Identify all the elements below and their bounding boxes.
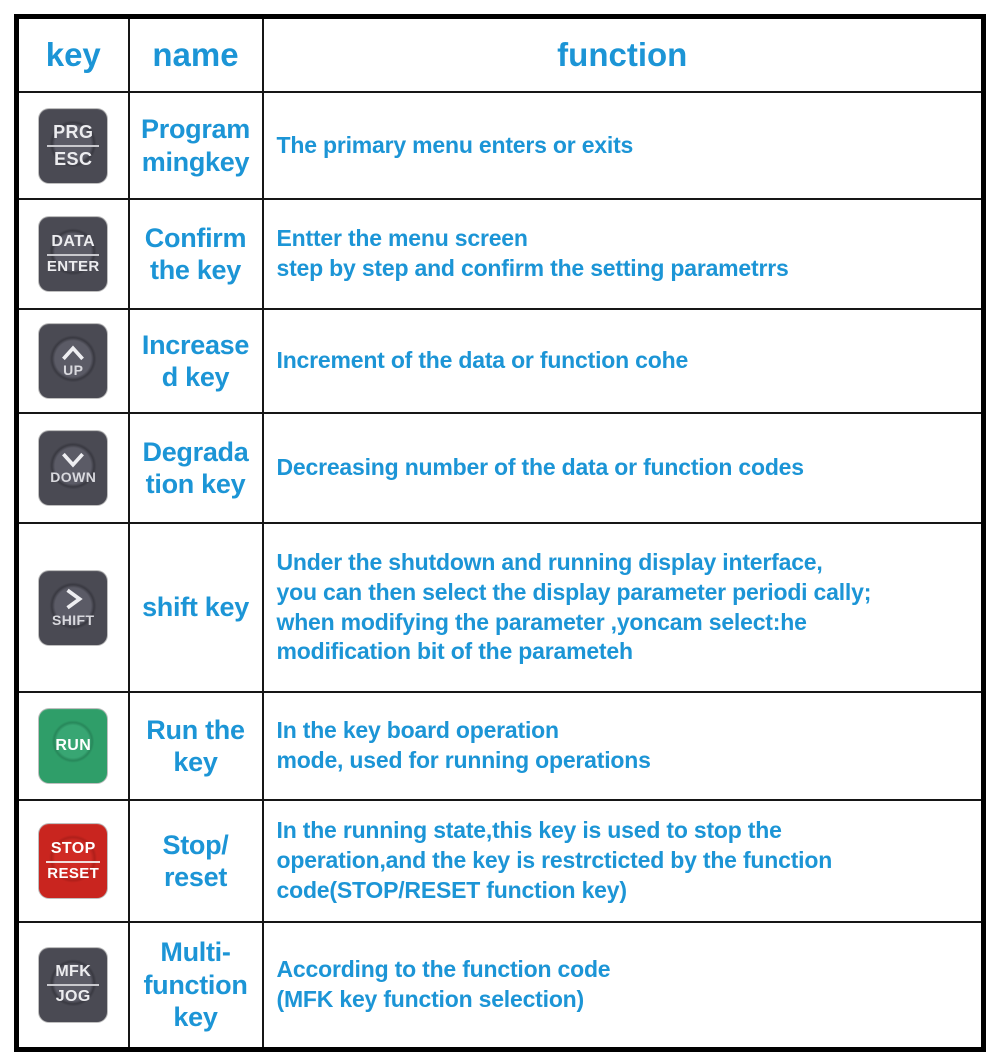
table-row-run: RUN Run the key In the key board operati… (15, 691, 985, 801)
key-cell: MFK JOG (15, 921, 130, 1051)
key-label-top: DATA (51, 232, 96, 250)
key-label: RUN (55, 736, 92, 754)
key-divider (47, 253, 100, 256)
key-label-bottom: JOG (55, 988, 91, 1005)
up-key-button: UP (39, 324, 108, 398)
chevron-down-icon (62, 452, 85, 468)
key-function: Under the shutdown and running display i… (261, 522, 985, 693)
header-key: key (15, 15, 130, 93)
key-label-bottom: ENTER (46, 257, 100, 275)
table-row-mfk-jog: MFK JOG Multi- function key According to… (15, 921, 985, 1051)
key-cell: PRG ESC (15, 91, 130, 200)
key-function: Increment of the data or function cohe (261, 308, 985, 414)
key-function: In the key board operation mode, used fo… (261, 691, 985, 801)
key-name: Run the key (127, 691, 264, 801)
shift-key-button: SHIFT (39, 570, 108, 645)
key-divider (46, 860, 101, 863)
key-label: DOWN (50, 468, 97, 485)
key-label-top: PRG (53, 121, 94, 142)
keypad-function-table: key name function PRG ESC Program mingke… (14, 14, 986, 1052)
key-cell: DATA ENTER (15, 198, 130, 310)
chevron-up-icon (62, 345, 85, 360)
header-row: key name function (15, 15, 985, 93)
table-row-shift: SHIFT shift key Under the shutdown and r… (15, 522, 985, 693)
key-function: Entter the menu screen step by step and … (261, 198, 985, 310)
prg-esc-key-button: PRG ESC (39, 108, 108, 183)
key-name: Multi- function key (127, 921, 264, 1051)
key-function: According to the function code (MFK key … (261, 921, 985, 1051)
mfk-jog-key-button: MFK JOG (39, 948, 108, 1022)
data-enter-key-button: DATA ENTER (39, 217, 108, 291)
run-key-button: RUN (39, 709, 108, 783)
key-cell: DOWN (15, 412, 130, 524)
key-name: Degrada tion key (127, 412, 264, 524)
key-function: Decreasing number of the data or functio… (261, 412, 985, 524)
key-label-top: STOP (50, 839, 96, 857)
down-key-button: DOWN (39, 431, 108, 505)
chevron-right-icon (66, 588, 83, 610)
key-name: Increase d key (127, 308, 264, 414)
key-cell: RUN (15, 691, 130, 801)
table-row-down: DOWN Degrada tion key Decreasing number … (15, 412, 985, 524)
key-name: Program mingkey (127, 91, 264, 200)
key-cell: STOP RESET (15, 799, 130, 923)
key-function: The primary menu enters or exits (261, 91, 985, 200)
header-function: function (261, 15, 985, 93)
key-name: Confirm the key (127, 198, 264, 310)
key-divider (47, 144, 100, 147)
key-name: Stop/ reset (127, 799, 264, 923)
key-name: shift key (127, 522, 264, 693)
key-divider (47, 984, 100, 986)
key-label-bottom: ESC (54, 148, 93, 169)
key-function: In the running state,this key is used to… (261, 799, 985, 923)
key-label: SHIFT (52, 612, 95, 629)
key-label-bottom: RESET (47, 864, 100, 882)
table-row-stop-reset: STOP RESET Stop/ reset In the running st… (15, 799, 985, 923)
table-row-data-enter: DATA ENTER Confirm the key Entter the me… (15, 198, 985, 310)
header-name: name (127, 15, 264, 93)
key-label-top: MFK (55, 963, 92, 981)
key-cell: SHIFT (15, 522, 130, 693)
table-row-prg-esc: PRG ESC Program mingkey The primary menu… (15, 91, 985, 200)
stop-reset-key-button: STOP RESET (39, 824, 108, 898)
key-label: UP (63, 361, 84, 378)
key-cell: UP (15, 308, 130, 414)
table-row-up: UP Increase d key Increment of the data … (15, 308, 985, 414)
